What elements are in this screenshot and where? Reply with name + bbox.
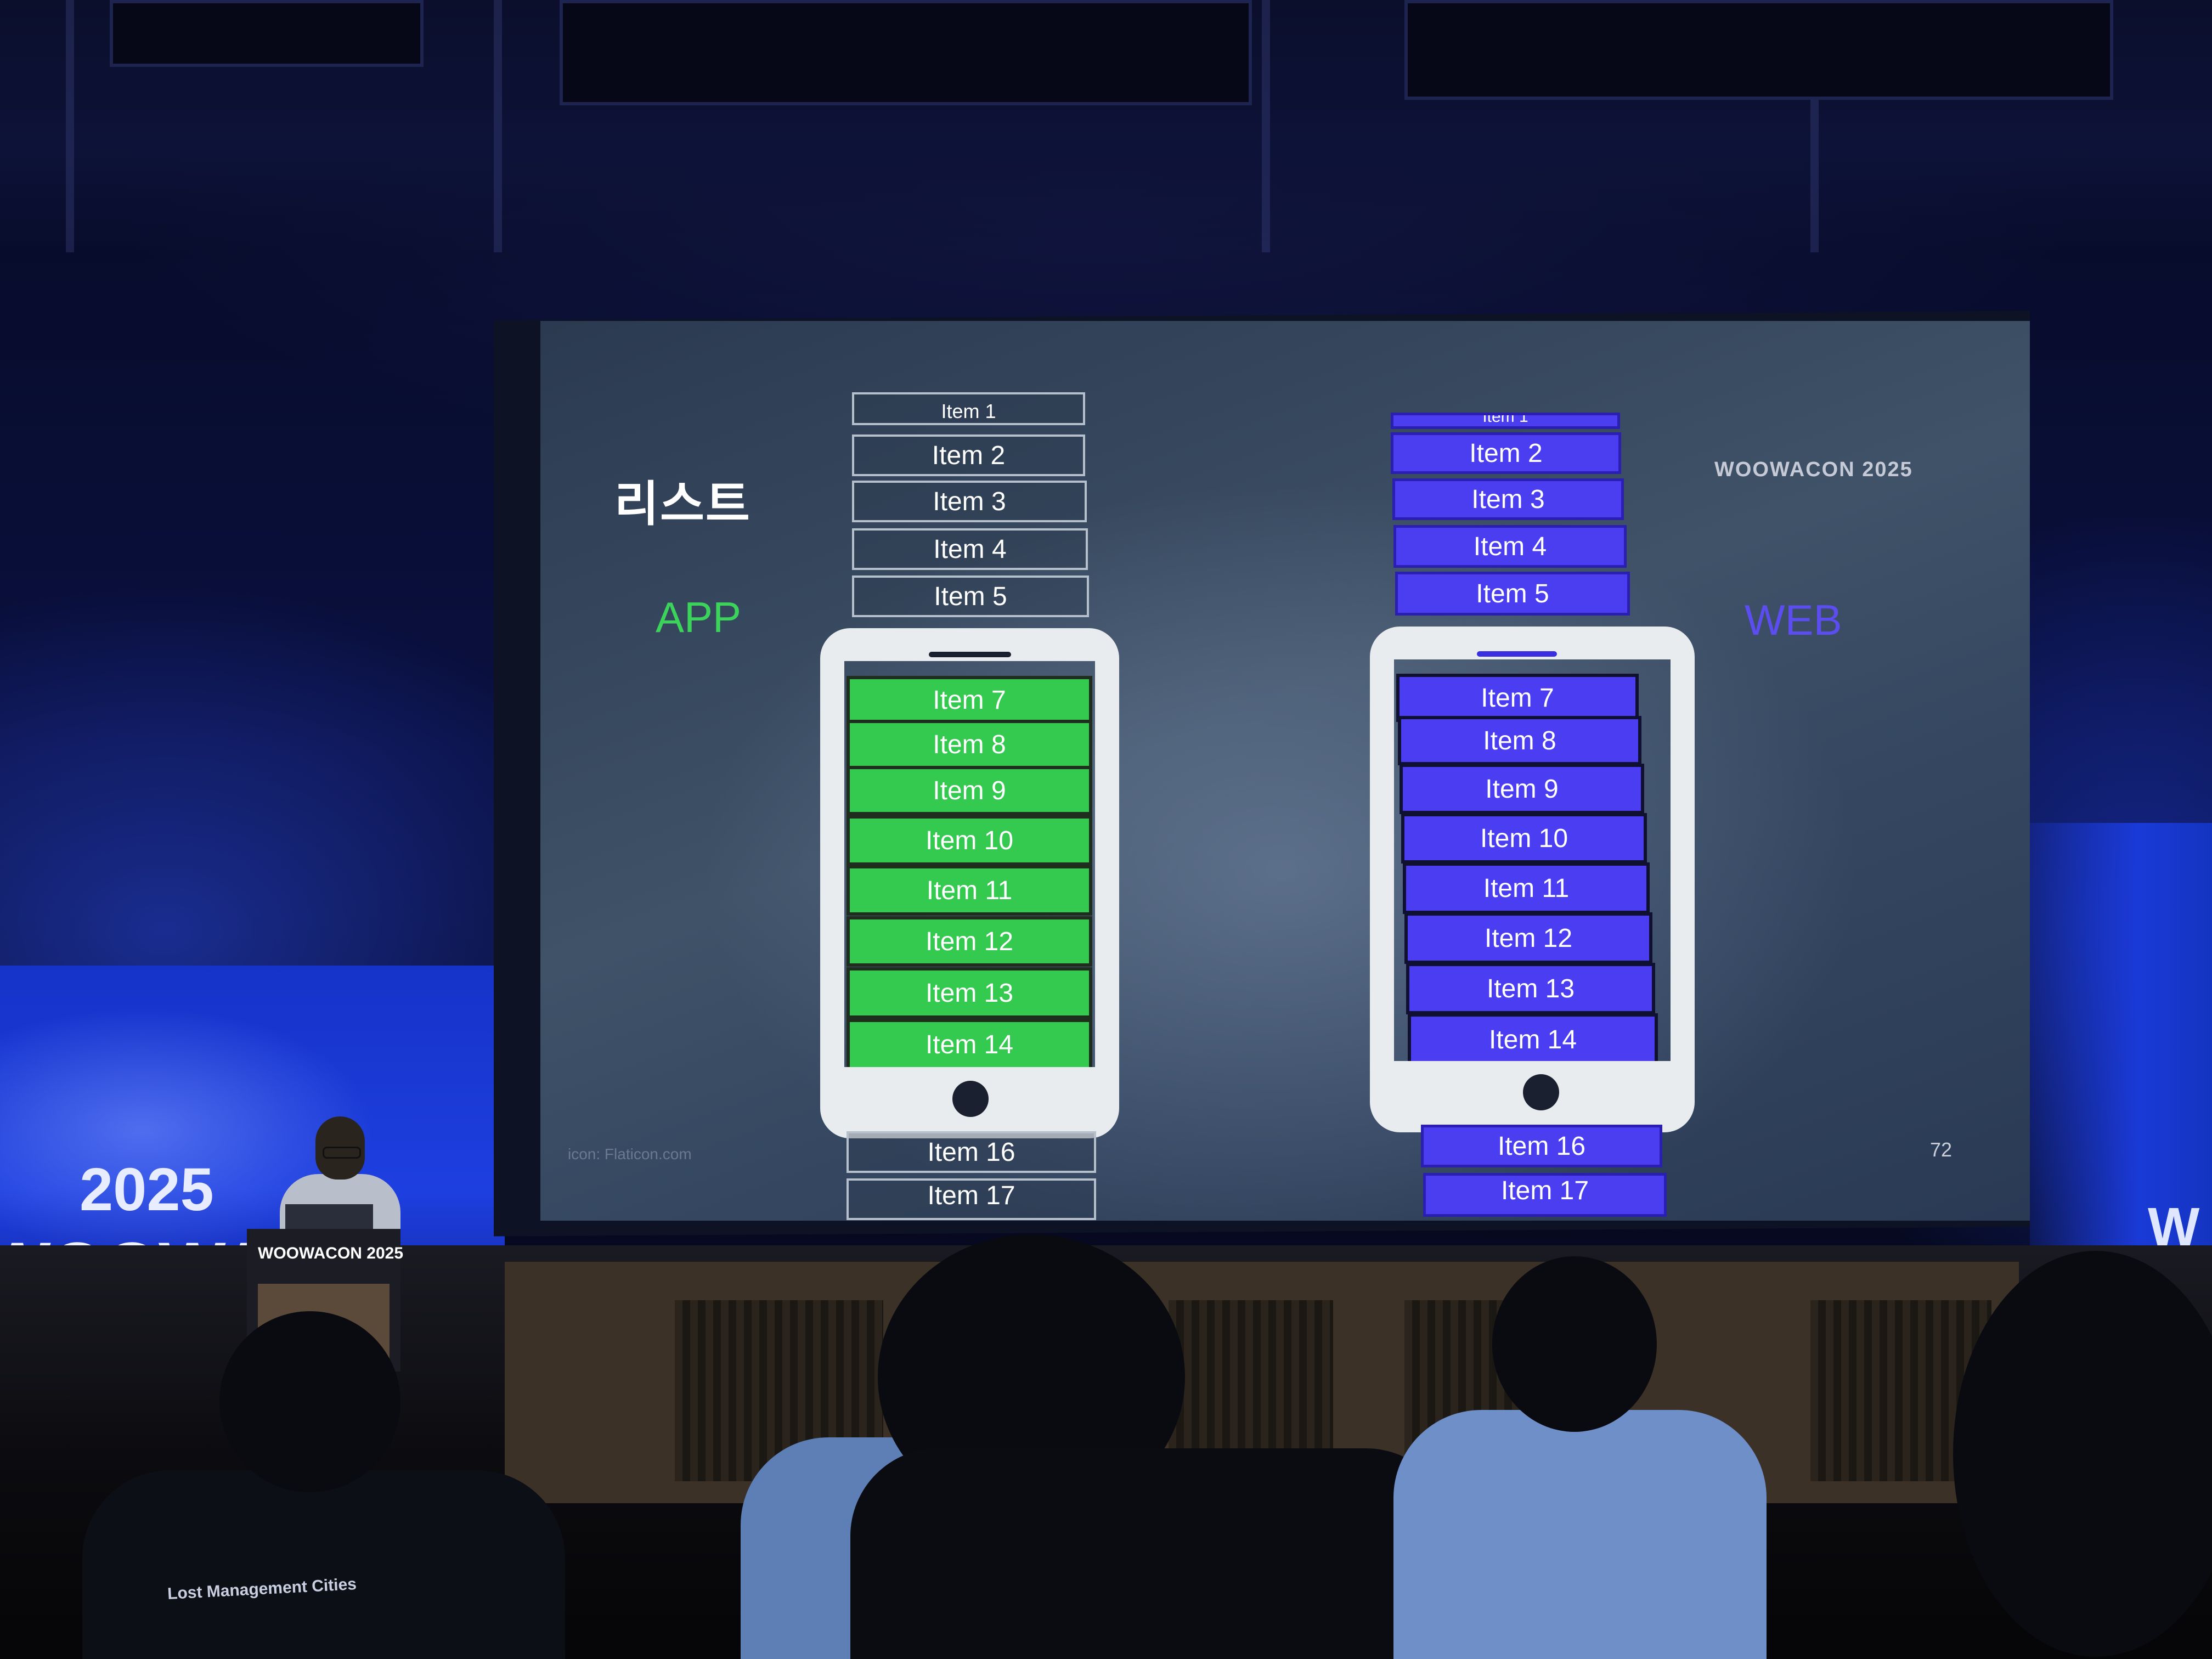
app-list-item: Item 11 <box>847 865 1092 916</box>
ceiling-panel <box>560 0 1252 105</box>
app-phone-home-button <box>952 1081 989 1117</box>
ceiling-panel <box>110 0 424 67</box>
audience-member-torso <box>82 1470 565 1659</box>
ceiling-panel <box>1404 0 2113 100</box>
audience-member-head <box>1492 1256 1657 1432</box>
app-list-item: Item 1 <box>852 392 1085 425</box>
app-phone-speaker-bar <box>929 652 1011 657</box>
app-list-item: Item 5 <box>852 575 1089 617</box>
web-list-item: Item 9 <box>1400 764 1644 814</box>
app-list-item: Item 10 <box>847 815 1092 866</box>
web-phone-home-button <box>1523 1074 1559 1110</box>
web-list-item: Item 3 <box>1392 478 1624 520</box>
stage-year-text: 2025 <box>80 1156 214 1223</box>
web-list-item: Item 2 <box>1391 432 1621 474</box>
app-list-item: Item 16 <box>847 1131 1096 1173</box>
podium-label: WOOWACON 2025 <box>258 1244 404 1262</box>
web-list-item: Item 8 <box>1398 716 1641 765</box>
web-phone-frame <box>1370 627 1695 1132</box>
app-list-item: Item 2 <box>852 435 1085 476</box>
web-list-item: Item 4 <box>1393 525 1627 568</box>
web-list-item: Item 14 <box>1408 1013 1658 1066</box>
slide-credit: icon: Flaticon.com <box>568 1146 692 1163</box>
web-list-item: Item 1 <box>1391 413 1620 429</box>
app-list-item: Item 17 <box>847 1178 1096 1220</box>
web-list-item: Item 17 <box>1423 1173 1667 1217</box>
stage-backdrop-right <box>2030 823 2212 1317</box>
audience-member-torso <box>850 1448 1454 1659</box>
web-list-item: Item 11 <box>1403 862 1650 914</box>
app-list-item: Item 3 <box>852 481 1087 522</box>
app-phone-frame <box>820 628 1119 1138</box>
app-list-item: Item 8 <box>847 720 1092 769</box>
slide-brand: WOOWACON 2025 <box>1714 458 1913 481</box>
web-list-item: Item 7 <box>1396 674 1639 722</box>
slide-page-number: 72 <box>1930 1138 1953 1161</box>
app-list-item: Item 13 <box>847 967 1092 1019</box>
slide-title: 리스트 <box>614 477 751 531</box>
web-phone-speaker-bar <box>1477 651 1557 657</box>
app-label: APP <box>656 593 742 641</box>
audience-member-head <box>1953 1251 2212 1657</box>
web-label: WEB <box>1745 596 1842 644</box>
app-list-item: Item 4 <box>852 528 1088 570</box>
audience-member-torso-sweater <box>1393 1410 1767 1659</box>
audience-member-head <box>219 1311 400 1492</box>
web-list-item: Item 16 <box>1421 1125 1662 1167</box>
app-list-item: Item 12 <box>847 916 1092 967</box>
web-list-item: Item 13 <box>1406 963 1655 1014</box>
app-list-item: Item 7 <box>847 676 1092 724</box>
web-list-item: Item 5 <box>1395 572 1630 616</box>
web-list-item: Item 12 <box>1404 912 1652 964</box>
projection-screen <box>540 321 2030 1221</box>
speaker-glasses <box>323 1147 361 1159</box>
app-list-item: Item 14 <box>847 1019 1092 1070</box>
app-list-item: Item 9 <box>847 766 1092 815</box>
web-list-item: Item 10 <box>1401 813 1647 864</box>
